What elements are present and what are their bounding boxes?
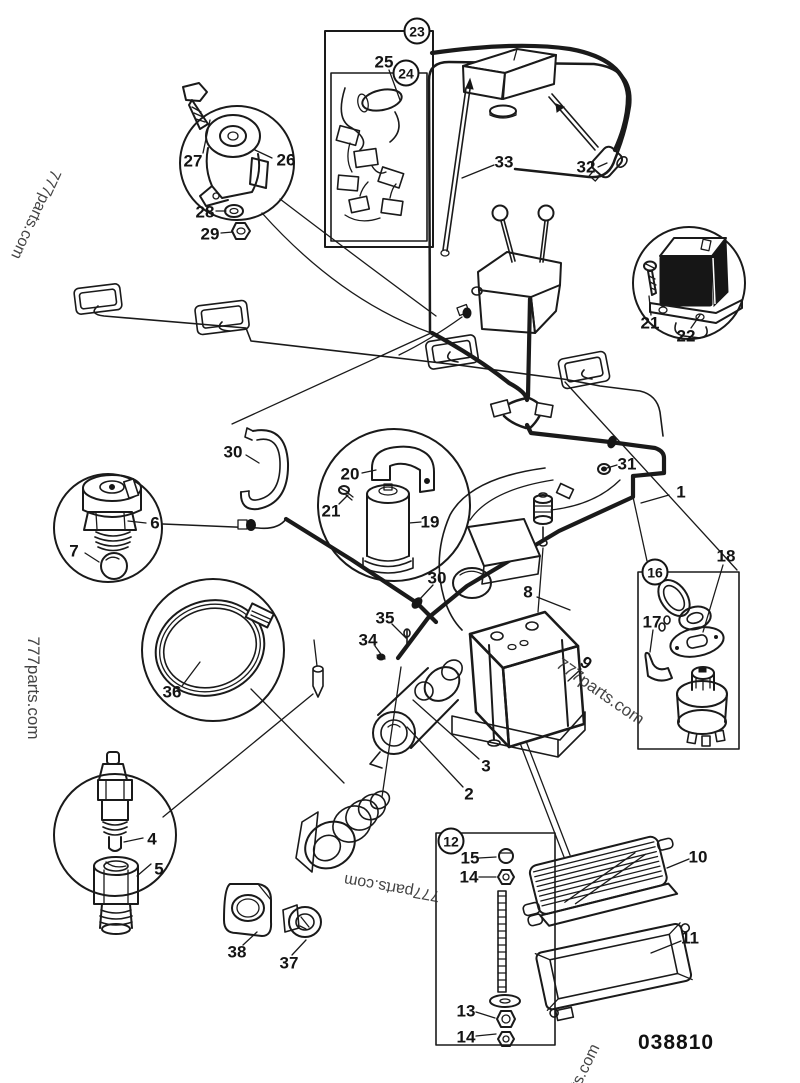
part-callout-13: 13 [456,1001,476,1021]
part-callout-36: 36 [162,682,182,702]
part-callout-30: 30 [427,568,447,588]
part-callout-8: 8 [523,582,533,602]
part-callout-34: 34 [358,630,378,650]
main-wiring-harness [162,296,738,661]
part-callout-26: 26 [276,150,296,170]
part-callout-4: 4 [147,829,157,849]
part-callout-14: 14 [459,867,479,887]
harness-subassembly-box [324,30,434,248]
bolt-kit-box [435,832,556,1047]
rubber-boot-and-grommet [223,883,322,938]
part-callout-2: 2 [464,784,474,804]
light-unit [162,639,402,873]
part-callout-32: 32 [576,157,596,177]
p-clip [239,427,290,511]
coil-detail [317,428,471,582]
part-callout-21: 21 [321,501,341,521]
part-callout-18: 18 [716,546,736,566]
drawing-number: 038810 [638,1031,715,1054]
panel-outlines [438,467,554,631]
part-callout-7: 7 [69,541,79,561]
glow-plug-detail [53,751,177,935]
part-callout-31: 31 [617,454,637,474]
part-callout-25: 25 [374,52,394,72]
part-callout-1: 1 [676,482,686,502]
pedal-pad [522,835,679,927]
part-callout-33: 33 [494,152,514,172]
part-callout-27: 27 [183,151,203,171]
part-callout-30: 30 [223,442,243,462]
part-callout-14: 14 [456,1027,476,1047]
part-callout-35: 35 [375,608,395,628]
part-callout-22: 22 [676,326,696,346]
fuel-sender-detail [53,473,163,583]
ignition-switch-box [637,571,740,750]
part-callout-23: 23 [403,17,431,45]
part-callout-38: 38 [227,942,247,962]
part-callout-37: 37 [279,953,299,973]
part-callout-5: 5 [154,859,164,879]
lamp-plates-and-wire-run [73,283,664,437]
part-callout-24: 24 [392,59,420,87]
part-callout-15: 15 [460,848,480,868]
part-callout-29: 29 [200,224,220,244]
part-callout-21: 21 [640,313,660,333]
part-callout-11: 11 [681,928,699,948]
horn-assembly-detail [179,82,437,334]
part-callout-12: 12 [437,827,465,855]
clip-ring-detail [141,578,285,722]
pedal-plate [534,922,693,1022]
part-callout-3: 3 [481,756,491,776]
part-callout-10: 10 [688,847,708,867]
part-callout-16: 16 [641,558,669,586]
part-callout-19: 19 [420,512,440,532]
leader-lines [84,69,724,1037]
engine-cover-and-tank [398,43,632,356]
part-callout-20: 20 [340,464,360,484]
part-callout-17: 17 [642,612,662,632]
part-callout-6: 6 [150,513,160,533]
watermark: 777parts.com [24,636,43,740]
part-callout-28: 28 [195,202,215,222]
voltage-regulator-detail [632,226,746,340]
